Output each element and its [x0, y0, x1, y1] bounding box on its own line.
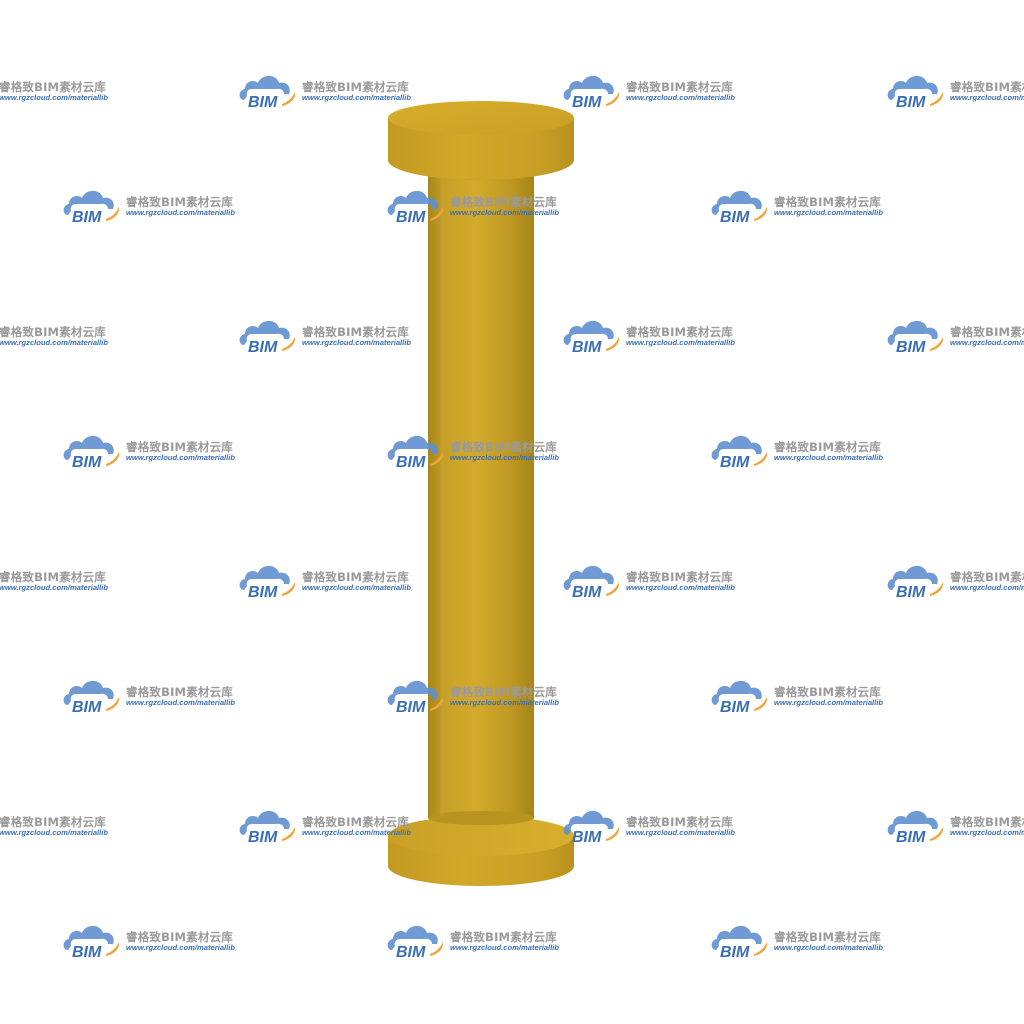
column-shaft: [428, 172, 534, 825]
capital-disc: [388, 101, 574, 180]
base-disc: [388, 816, 574, 886]
